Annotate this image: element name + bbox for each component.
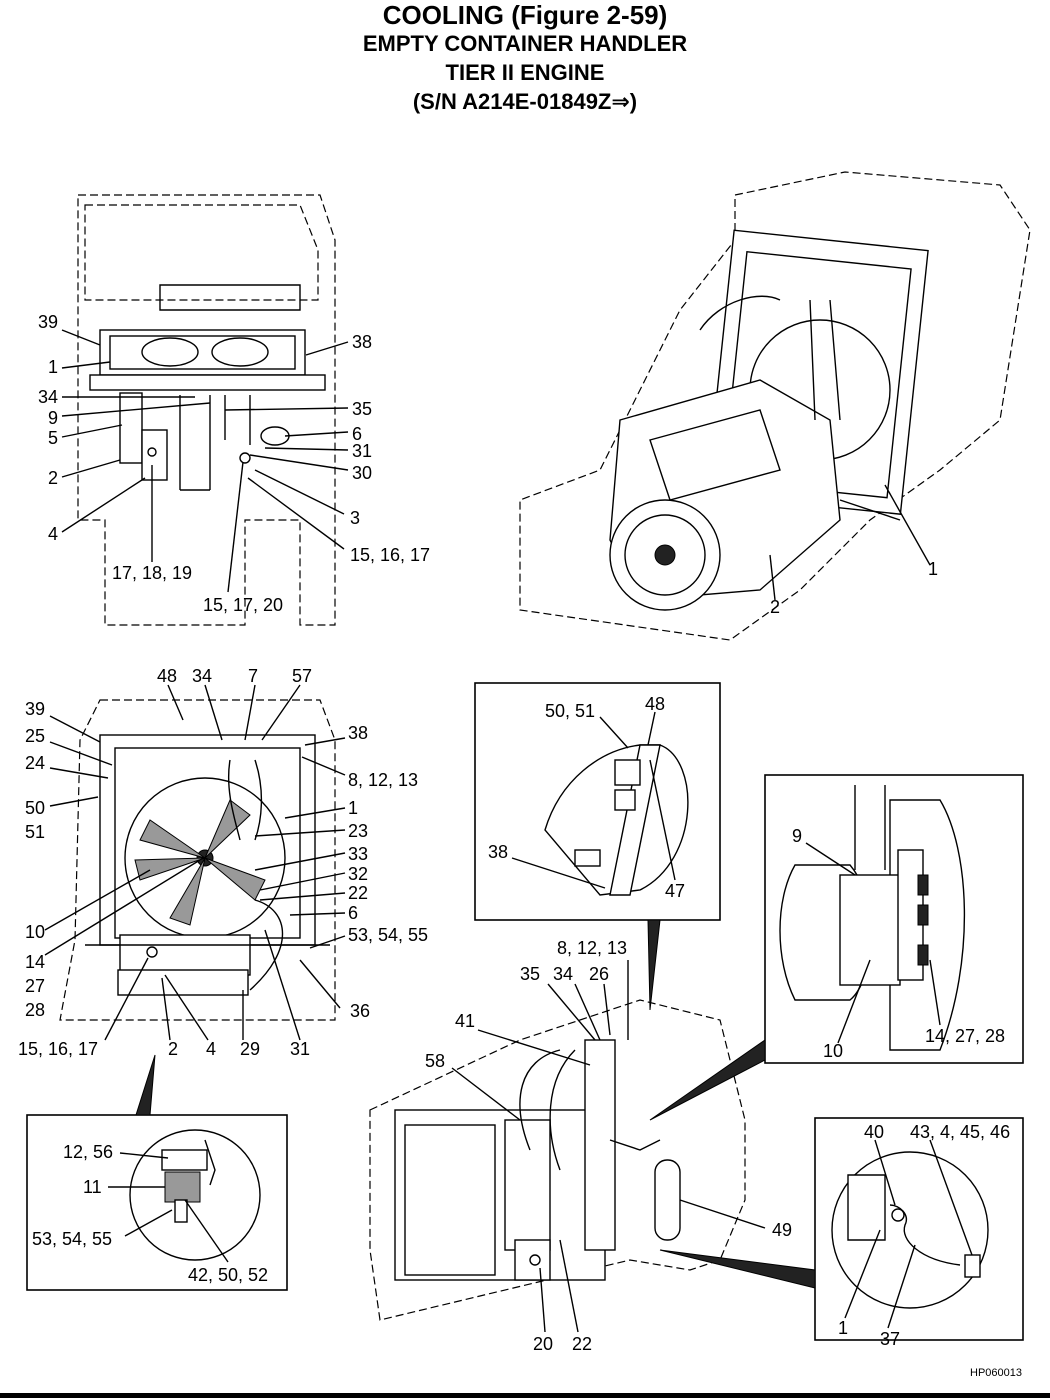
- callout: 24: [25, 753, 45, 773]
- callout: 38: [488, 842, 508, 862]
- callout: 35: [520, 964, 540, 984]
- callout: 15, 16, 17: [18, 1039, 98, 1059]
- callout: 9: [48, 408, 58, 428]
- detail-bolt-view: [26, 1114, 288, 1291]
- leader-lines-bracket: [511, 711, 676, 889]
- callout: 53, 54, 55: [32, 1229, 112, 1249]
- callout: 34: [553, 964, 573, 984]
- callout: 31: [352, 441, 372, 461]
- callout: 17, 18, 19: [112, 563, 192, 583]
- callout: 26: [589, 964, 609, 984]
- detail-pointer-mount: [649, 1039, 766, 1121]
- callout: 42, 50, 52: [188, 1265, 268, 1285]
- figure-code: HP060013: [970, 1367, 1022, 1379]
- callout: 22: [348, 883, 368, 903]
- callout: 8, 12, 13: [348, 770, 418, 790]
- callout: 1: [48, 357, 58, 377]
- callout: 2: [48, 468, 58, 488]
- leader-lines-front: [44, 684, 346, 1041]
- callout: 28: [25, 1000, 45, 1020]
- callout: 9: [792, 826, 802, 846]
- callout: 22: [572, 1334, 592, 1354]
- callout: 6: [352, 424, 362, 444]
- callout: 57: [292, 666, 312, 686]
- side-engine-view: [369, 999, 746, 1321]
- callout: 25: [25, 726, 45, 746]
- callout: 8, 12, 13: [557, 938, 627, 958]
- callout: 32: [348, 864, 368, 884]
- callout: 30: [352, 463, 372, 483]
- callout: 50: [25, 798, 45, 818]
- callout: 15, 17, 20: [203, 595, 283, 615]
- callout: 38: [352, 332, 372, 352]
- callout: 36: [350, 1001, 370, 1021]
- callout: 20: [533, 1334, 553, 1354]
- callout: 6: [348, 903, 358, 923]
- leader-lines-clip: [844, 1139, 973, 1329]
- callout: 1: [838, 1318, 848, 1338]
- engine-tier-label: TIER II ENGINE: [445, 60, 605, 85]
- callout: 23: [348, 821, 368, 841]
- callout: 41: [455, 1011, 475, 1031]
- figure-title: COOLING (Figure 2-59): [382, 0, 668, 30]
- front-radiator-view: [59, 699, 336, 1021]
- callout: 2: [168, 1039, 178, 1059]
- callout: 4: [206, 1039, 216, 1059]
- callout: 4: [48, 524, 58, 544]
- top-view-drawing: [77, 194, 336, 626]
- callout: 10: [823, 1041, 843, 1061]
- leader-lines-top: [61, 329, 349, 593]
- detail-pointer-bracket: [647, 919, 661, 1011]
- callout: 10: [25, 922, 45, 942]
- callout: 53, 54, 55: [348, 925, 428, 945]
- leader-lines-mount: [805, 842, 941, 1044]
- callout: 27: [25, 976, 45, 996]
- callout: 51: [25, 822, 45, 842]
- callout: 48: [157, 666, 177, 686]
- callout: 2: [770, 597, 780, 617]
- detail-clip-view: [814, 1117, 1024, 1341]
- bottom-rule: [0, 1393, 1050, 1398]
- detail-mount-view: [764, 774, 1024, 1064]
- callout: 11: [83, 1177, 102, 1197]
- callout: 3: [350, 508, 360, 528]
- isometric-engine-view: [519, 171, 1031, 641]
- callout: 35: [352, 399, 372, 419]
- callout: 37: [880, 1329, 900, 1349]
- callout: 33: [348, 844, 368, 864]
- callout: 5: [48, 428, 58, 448]
- callout: 39: [38, 312, 58, 332]
- callout: 12, 56: [63, 1142, 113, 1162]
- callout: 39: [25, 699, 45, 719]
- callout: 34: [192, 666, 212, 686]
- leader-lines-iso: [769, 484, 931, 601]
- serial-number-range: (S/N A214E-01849Z⇒): [412, 89, 638, 114]
- callout: 48: [645, 694, 665, 714]
- callout: 1: [348, 798, 358, 818]
- callout: 34: [38, 387, 58, 407]
- callout: 40: [864, 1122, 884, 1142]
- callout: 15, 16, 17: [350, 545, 430, 565]
- callout: 38: [348, 723, 368, 743]
- detail-pointer-bolt: [135, 1054, 156, 1116]
- callout: 31: [290, 1039, 310, 1059]
- callout: 7: [248, 666, 258, 686]
- callout: 49: [772, 1220, 792, 1240]
- leader-lines-side: [451, 960, 766, 1333]
- callout: 47: [665, 881, 685, 901]
- detail-bracket-view: [474, 682, 721, 921]
- leader-lines-bolt: [108, 1152, 229, 1263]
- callout: 14, 27, 28: [925, 1026, 1005, 1046]
- callout: 43, 4, 45, 46: [910, 1122, 1010, 1142]
- detail-pointer-clip: [659, 1249, 816, 1289]
- callout: 1: [928, 559, 938, 579]
- callout: 50, 51: [545, 701, 595, 721]
- figure-subtitle: EMPTY CONTAINER HANDLER: [362, 31, 688, 56]
- callout: 29: [240, 1039, 260, 1059]
- callout: 58: [425, 1051, 445, 1071]
- callout: 14: [25, 952, 45, 972]
